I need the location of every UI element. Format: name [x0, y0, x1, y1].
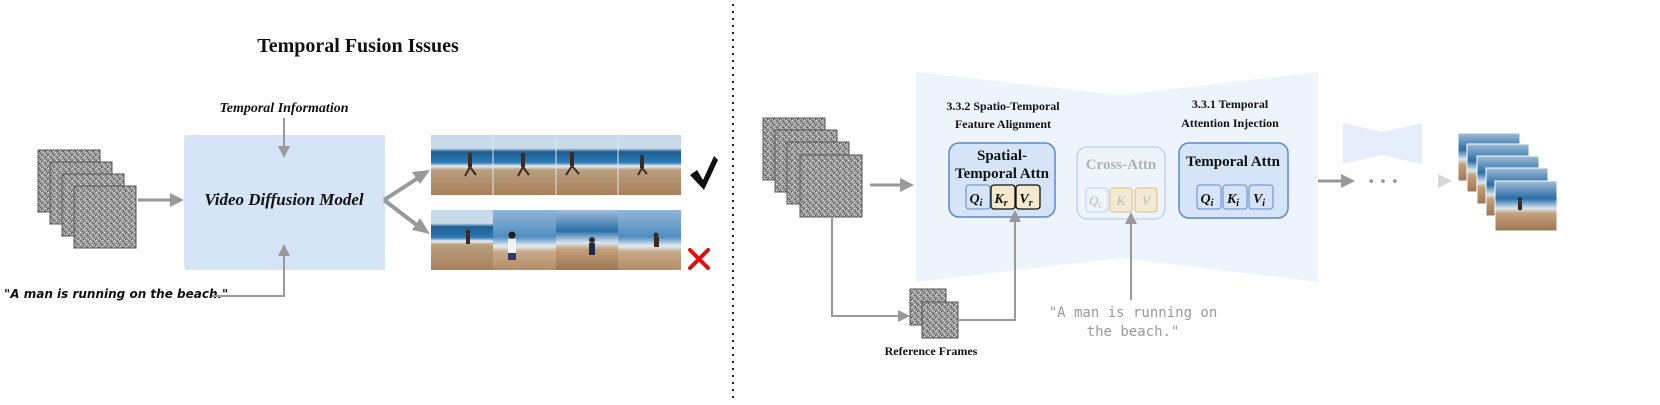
token-v-cross-letter: V [1142, 193, 1152, 208]
inconsistent-output-strip [431, 210, 681, 270]
arrow-noise-to-reference [831, 218, 910, 322]
decoder-block [1343, 123, 1422, 164]
svg-text:Ki: Ki [1226, 192, 1239, 209]
token-k-temporal [1222, 184, 1248, 210]
cross-mark-icon [688, 248, 710, 270]
svg-text:Qi: Qi [1089, 193, 1101, 210]
token-q-cross-letter: Q [1089, 193, 1099, 208]
svg-text:Qi: Qi [970, 192, 983, 209]
right-panel: 3.3.2 Spatio-Temporal Feature Alignment … [762, 72, 1558, 358]
model-hourglass [184, 137, 384, 267]
arrow-reference-to-kr [958, 210, 1021, 321]
right-prompt-line-2: the beach." [1087, 324, 1180, 340]
token-v-cross [1134, 187, 1158, 213]
spatio-heading-line-2: Feature Alignment [955, 117, 1051, 131]
token-k-letter: K [993, 192, 1005, 207]
token-k-sub: r [1004, 198, 1008, 209]
temporal-heading-line-2: Attention Injection [1181, 116, 1279, 130]
svg-text:Vi: Vi [1253, 192, 1265, 209]
token-q-letter: Q [970, 192, 980, 207]
token-q-cross [1085, 187, 1109, 213]
arrow-ellipsis-to-output [1410, 174, 1452, 188]
token-k-cross-letter: K [1116, 193, 1127, 208]
cross-attn-block: Cross-Attn Qi K V [1076, 146, 1166, 220]
reference-frames-label: Reference Frames [885, 344, 978, 358]
token-v-temporal-letter: V [1253, 192, 1264, 207]
spatial-attn-title-1: Spatial- [977, 148, 1027, 164]
ellipsis: • • • [1367, 175, 1398, 190]
temporal-attn-title: Temporal Attn [1186, 154, 1281, 170]
token-k-spatial [990, 184, 1016, 210]
token-v-letter: V [1019, 192, 1030, 207]
token-v-temporal [1248, 184, 1274, 210]
arrow-prompt-to-cross [1125, 212, 1137, 300]
arrow-unet-to-ellipsis [1318, 174, 1355, 188]
svg-text:Vr: Vr [1019, 192, 1032, 209]
arrow-temporal-info-down [278, 118, 290, 158]
token-q-temporal [1196, 184, 1222, 210]
arrow-noise-to-model [138, 193, 184, 207]
output-frame-stack [1457, 132, 1558, 232]
right-noise-frame-stack [762, 117, 863, 218]
arrow-noise-to-unet [870, 178, 914, 192]
token-v-temporal-sub: i [1262, 198, 1265, 209]
spatio-heading-line-1: 3.3.2 Spatio-Temporal [946, 99, 1060, 113]
left-title: Temporal Fusion Issues [257, 35, 459, 57]
cross-attn-title: Cross-Attn [1086, 157, 1157, 173]
temporal-heading-line-1: 3.3.1 Temporal [1192, 97, 1269, 111]
svg-text:Qi: Qi [1201, 192, 1214, 209]
arrow-fork-outputs [382, 170, 430, 234]
token-v-spatial [1015, 184, 1041, 210]
token-k-temporal-sub: i [1236, 198, 1239, 209]
right-prompt-line-1: "A man is running on [1049, 305, 1218, 321]
spatial-attn-title-2: Temporal Attn [955, 166, 1050, 182]
consistent-output-strip [431, 135, 681, 195]
token-k-cross [1109, 187, 1133, 213]
left-panel: Temporal Fusion Issues Video Diffusion M… [4, 35, 718, 301]
left-prompt-text: "A man is running on the beach." [4, 287, 228, 301]
token-q-sub: i [980, 198, 983, 209]
token-q-temporal-letter: Q [1201, 192, 1211, 207]
token-v-sub: r [1029, 198, 1033, 209]
reference-frames-stack [909, 288, 959, 339]
spatial-temporal-attn-block: Spatial- Temporal Attn Qi Kr Vr [948, 142, 1056, 218]
check-mark-icon [690, 156, 718, 190]
token-k-temporal-letter: K [1226, 192, 1238, 207]
noise-frame-stack [37, 149, 137, 249]
token-q-temporal-sub: i [1211, 198, 1214, 209]
temporal-information-label: Temporal Information [219, 101, 348, 116]
temporal-attn-block: Temporal Attn Qi Ki Vi [1178, 142, 1289, 219]
svg-text:Kr: Kr [993, 192, 1007, 209]
arrow-prompt-to-model [212, 244, 290, 297]
token-q-spatial [965, 184, 991, 210]
token-q-cross-sub: i [1098, 200, 1101, 210]
model-label: Video Diffusion Model [204, 190, 364, 209]
